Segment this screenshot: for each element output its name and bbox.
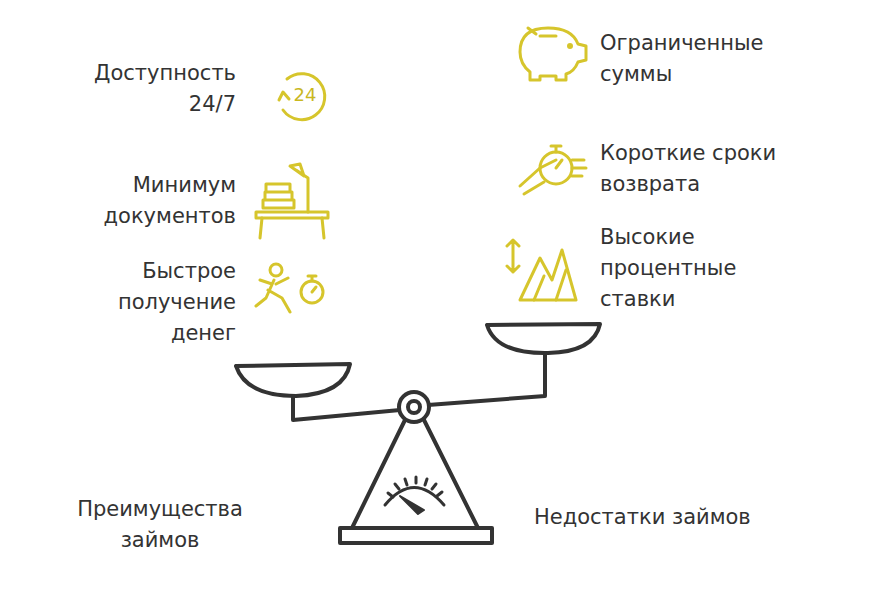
mountains-arrow-icon <box>507 240 576 300</box>
side-caption: Недостатки займов <box>534 502 854 533</box>
advantage-label: Минимум документов <box>66 170 236 232</box>
left-pan <box>236 364 350 396</box>
pivot <box>399 392 429 422</box>
base <box>340 528 492 543</box>
disadvantage-label: Ограниченные суммы <box>600 28 800 90</box>
gauge-ticks <box>388 477 442 497</box>
gauge-needle <box>400 496 424 514</box>
desk-icon <box>256 164 328 238</box>
advantage-label: Доступность 24/7 <box>66 58 236 120</box>
advantage-label: Быстрое получение денег <box>76 256 236 349</box>
hand-stopwatch-icon <box>520 146 586 194</box>
clock-24-icon <box>279 74 325 120</box>
right-pan <box>487 324 600 353</box>
stand <box>352 420 478 528</box>
side-caption: Преимущества займов <box>50 494 270 556</box>
icon-number: 24 <box>285 82 325 108</box>
disadvantage-label: Высокие процентные ставки <box>600 222 770 315</box>
right-beam <box>428 353 545 405</box>
pivot-inner <box>408 401 420 413</box>
piggy-bank-icon <box>520 28 586 80</box>
icons <box>256 28 586 312</box>
disadvantage-label: Короткие сроки возврата <box>600 138 830 200</box>
running-figure-icon <box>256 264 323 312</box>
left-beam <box>293 396 400 420</box>
